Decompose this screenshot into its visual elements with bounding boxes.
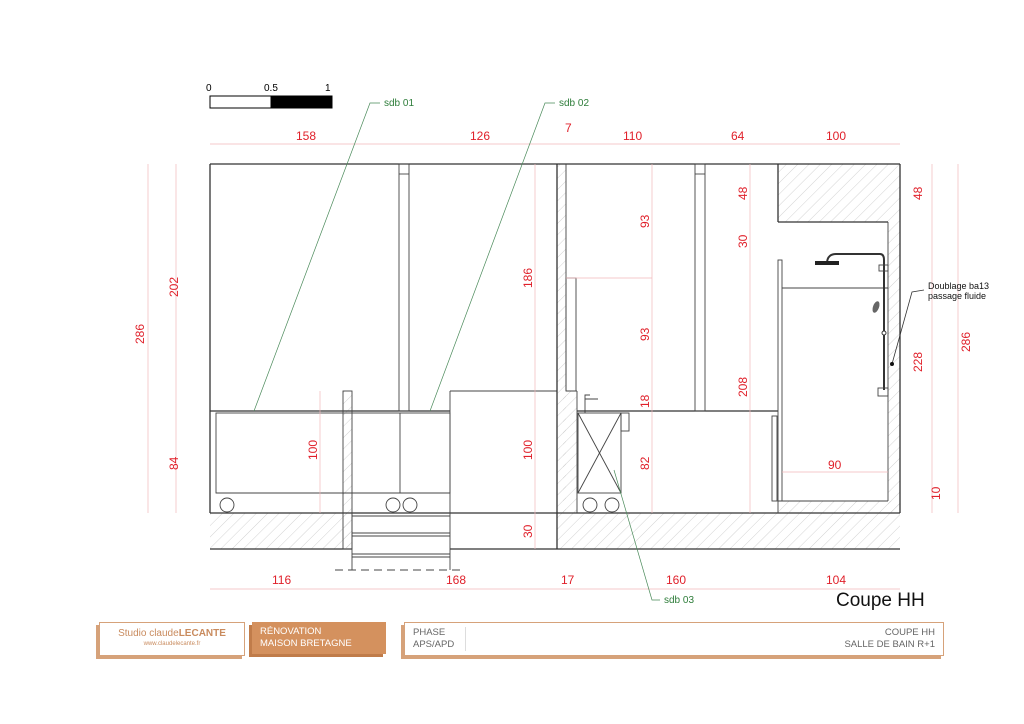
- dim-100-b: 100: [521, 440, 535, 460]
- phase-block: PHASE APS/APD: [413, 627, 454, 651]
- dim-top-110: 110: [623, 129, 642, 143]
- dim-top-64: 64: [731, 129, 745, 143]
- scale-label-1: 1: [325, 83, 331, 94]
- dim-90: 90: [828, 458, 842, 472]
- sheet-line1: COUPE HH: [884, 627, 935, 638]
- sheet-box: PHASE APS/APD COUPE HH SALLE DE BAIN R+1: [404, 622, 944, 656]
- dim-right-286: 286: [959, 332, 973, 352]
- label-sdb03: sdb 03: [664, 595, 694, 606]
- dim-right-228: 228: [911, 352, 925, 372]
- leaders: [253, 102, 925, 601]
- dim-208: 208: [736, 377, 750, 397]
- project-line1: RÉNOVATION: [260, 626, 322, 637]
- floor-slab-left: [210, 513, 350, 549]
- dim-82: 82: [638, 456, 652, 470]
- project-box: RÉNOVATION MAISON BRETAGNE: [252, 622, 386, 654]
- doublage-wall-hatch: [888, 222, 900, 513]
- dim-bottom-17: 17: [561, 573, 575, 587]
- dim-top-7: 7: [565, 121, 572, 135]
- phase-value: APS/APD: [413, 639, 455, 650]
- phase-label: PHASE: [413, 627, 446, 638]
- floor-slab-right: [557, 513, 900, 549]
- dim-right-10: 10: [929, 486, 943, 500]
- dim-48-a: 48: [736, 186, 750, 200]
- shower-tray-hatch: [778, 501, 900, 513]
- dim-93-b: 93: [638, 327, 652, 341]
- ceiling-box-hatch: [778, 164, 900, 222]
- sheet-title-block: COUPE HH SALLE DE BAIN R+1: [844, 627, 935, 651]
- dim-186: 186: [521, 268, 535, 288]
- label-passage-fluide: passage fluide: [928, 291, 986, 301]
- dim-bottom-168: 168: [446, 573, 466, 587]
- drawing-title: Coupe HH: [836, 590, 925, 611]
- scale-label-0: 0: [206, 83, 212, 94]
- dim-30-a: 30: [521, 524, 535, 538]
- scale-bar: 0 0.5 1: [206, 83, 333, 109]
- dim-bottom-116: 116: [272, 573, 291, 587]
- label-doublage: Doublage ba13: [928, 281, 989, 291]
- room-outline: [209, 163, 901, 571]
- dim-bottom-160: 160: [666, 573, 686, 587]
- dim-bottom-104: 104: [826, 573, 846, 587]
- dim-left-84: 84: [167, 456, 181, 470]
- dim-93-a: 93: [638, 214, 652, 228]
- sheet-line2: SALLE DE BAIN R+1: [844, 639, 935, 650]
- scale-label-05: 0.5: [264, 83, 278, 94]
- studio-name: Studio claudeLECANTE: [118, 628, 226, 639]
- dim-30-b: 30: [736, 234, 750, 248]
- dim-left-286: 286: [133, 324, 147, 344]
- dim-top-100: 100: [826, 129, 846, 143]
- dim-top-158: 158: [296, 129, 316, 143]
- label-sdb02: sdb 02: [559, 98, 589, 109]
- label-sdb01: sdb 01: [384, 98, 414, 109]
- dim-right-48: 48: [911, 186, 925, 200]
- dim-left-202: 202: [167, 277, 181, 297]
- project-line2: MAISON BRETAGNE: [260, 638, 352, 649]
- dimension-lines: [147, 143, 959, 590]
- studio-url: www.claudelecante.fr: [143, 641, 201, 647]
- studio-box: Studio claudeLECANTE www.claudelecante.f…: [99, 622, 245, 656]
- dim-top-126: 126: [470, 129, 490, 143]
- dim-100-a: 100: [306, 440, 320, 460]
- dim-18: 18: [638, 394, 652, 408]
